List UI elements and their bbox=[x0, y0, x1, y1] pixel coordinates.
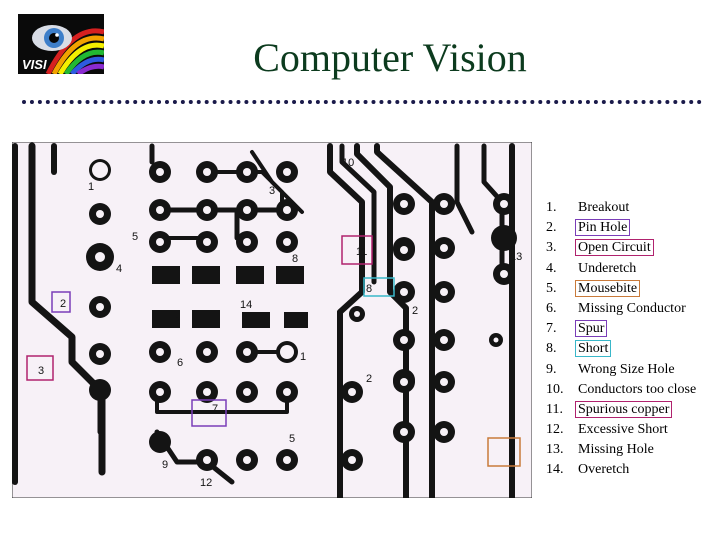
defect-label: Spur bbox=[574, 320, 608, 338]
pcb-label: 3 bbox=[269, 185, 275, 197]
defect-list-item: 8. Short bbox=[540, 339, 698, 359]
defect-list-item: 4. Underetch bbox=[540, 259, 698, 279]
defect-number: 6. bbox=[546, 300, 557, 316]
defect-label: Missing Hole bbox=[578, 442, 654, 458]
defect-number: 14. bbox=[546, 462, 564, 478]
defect-label: Short bbox=[574, 340, 612, 358]
defect-number: 1. bbox=[546, 200, 557, 215]
defect-number: 4. bbox=[546, 260, 557, 276]
defect-list-item: 2. Pin Hole bbox=[540, 218, 698, 238]
pcb-label: 2 bbox=[366, 373, 372, 385]
defect-list: 1. Breakout 2. Pin Hole 3. Open Circuit 4. Unde… bbox=[540, 198, 698, 481]
defect-number: 11. bbox=[546, 401, 563, 417]
defect-number: 2. bbox=[546, 220, 557, 236]
pcb-label: 7 bbox=[212, 403, 218, 415]
pcb-defect-image: 1 2 3 4 5 6 7 8 9 10 11 12 13 14 2 8 14 … bbox=[11, 141, 533, 501]
defect-list-item: 10. Conductors too close bbox=[540, 380, 698, 400]
visi-logo: VISI bbox=[18, 14, 105, 77]
defect-number: 8. bbox=[546, 341, 557, 357]
eye-rainbow-icon: VISI bbox=[18, 14, 105, 77]
defect-label: Excessive Short bbox=[578, 422, 668, 438]
pcb-label: 1 bbox=[300, 351, 306, 363]
defect-label: Breakout bbox=[578, 200, 630, 215]
pcb-label: 6 bbox=[177, 357, 183, 369]
defect-number: 3. bbox=[546, 240, 557, 256]
defect-label: Wrong Size Hole bbox=[578, 361, 675, 377]
defect-label: Underetch bbox=[578, 260, 637, 276]
defect-list-item: 14. Overetch bbox=[540, 460, 698, 480]
defect-label: Missing Conductor bbox=[578, 300, 686, 316]
pcb-label: 3 bbox=[38, 365, 44, 377]
pcb-label: 2 bbox=[174, 315, 180, 327]
defect-label: Mousebite bbox=[574, 279, 641, 297]
defect-label: Pin Hole bbox=[574, 219, 631, 237]
pcb-label: 8 bbox=[292, 253, 298, 265]
defect-number: 7. bbox=[546, 321, 557, 337]
title-divider bbox=[22, 100, 702, 104]
defect-list-item: 3. Open Circuit bbox=[540, 238, 698, 258]
defect-number: 12. bbox=[546, 422, 564, 438]
pcb-label: 12 bbox=[200, 477, 212, 489]
pcb-label: 9 bbox=[162, 459, 168, 471]
pcb-label: 2 bbox=[60, 298, 66, 310]
defect-label: Open Circuit bbox=[575, 239, 654, 257]
defect-list-item: 6. Missing Conductor bbox=[540, 299, 698, 319]
defect-list-item: 11. Spurious copper bbox=[540, 400, 698, 420]
pcb-board: 1 2 3 4 5 6 7 8 9 10 11 12 13 14 2 8 14 … bbox=[11, 141, 533, 501]
defect-list-item: 1. Breakout bbox=[540, 198, 698, 218]
pcb-label: 2 bbox=[412, 305, 418, 317]
pcb-label: 13 bbox=[510, 251, 522, 263]
logo-text: VISI bbox=[22, 57, 47, 72]
pcb-label: 5 bbox=[289, 433, 295, 445]
pcb-defect-labels: 1 2 3 4 5 6 7 8 9 10 11 12 13 14 2 8 14 … bbox=[38, 157, 522, 489]
pcb-label: 10 bbox=[342, 157, 354, 169]
slide-title: Computer Vision bbox=[253, 35, 527, 80]
defect-list-item: 12. Excessive Short bbox=[540, 420, 698, 440]
defect-number: 10. bbox=[546, 381, 564, 397]
defect-list-item: 9. Wrong Size Hole bbox=[540, 360, 698, 380]
defect-label: Spurious copper bbox=[574, 400, 673, 418]
defect-label: Conductors too close bbox=[578, 381, 697, 397]
pcb-label: 11 bbox=[356, 246, 367, 258]
pcb-label: 8 bbox=[366, 283, 372, 295]
defect-number: 13. bbox=[546, 442, 564, 458]
pcb-label: 4 bbox=[116, 263, 122, 275]
defect-list-item: 13. Missing Hole bbox=[540, 440, 698, 460]
pcb-label: 5 bbox=[132, 231, 138, 243]
defect-label: Overetch bbox=[578, 462, 630, 478]
defect-list-item: 7. Spur bbox=[540, 319, 698, 339]
defect-list-item: 5. Mousebite bbox=[540, 279, 698, 299]
pcb-label: 14 bbox=[240, 299, 252, 311]
defect-number: 9. bbox=[546, 361, 557, 377]
pcb-label: 1 bbox=[88, 181, 94, 193]
defect-number: 5. bbox=[546, 280, 557, 296]
pcb-label: 14 bbox=[296, 316, 308, 328]
